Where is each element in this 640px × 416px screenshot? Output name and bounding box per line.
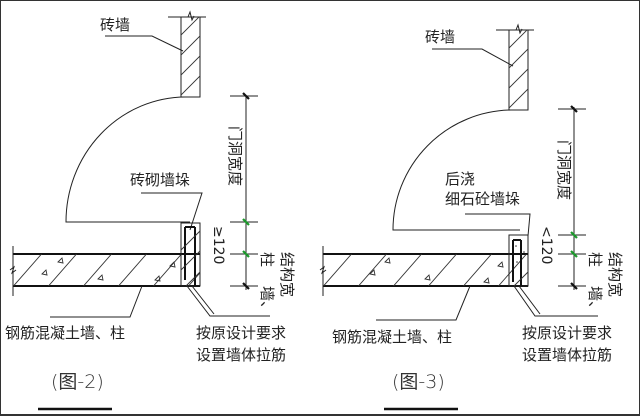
rc-wall-section bbox=[319, 246, 528, 296]
struct-width-label-1: 柱 bbox=[586, 252, 604, 267]
brick-wall-label: 砖墙 bbox=[100, 16, 130, 34]
struct-width-label-3: 结构宽 bbox=[278, 252, 296, 297]
pier-leader bbox=[141, 192, 203, 231]
brick-wall-label: 砖墙 bbox=[425, 28, 455, 46]
tie-bar-leader bbox=[186, 285, 270, 317]
struct-width-label-2: 墙、 bbox=[586, 286, 604, 316]
struct-width-label-1: 柱 bbox=[258, 252, 276, 267]
rc-wall-leader bbox=[376, 285, 471, 321]
pier-leader bbox=[465, 213, 531, 237]
rc-wall-label: 钢筋混凝土墙、柱 bbox=[332, 328, 452, 346]
door-swing-arc bbox=[392, 109, 520, 231]
brick-wall-leader bbox=[432, 48, 514, 67]
figure-2-caption: (图-2) bbox=[51, 371, 104, 393]
tie-bar-label-line1: 按原设计要求 bbox=[196, 324, 286, 342]
brick-wall-leader bbox=[105, 35, 184, 52]
pier-dim-label: ≥120 bbox=[210, 226, 226, 264]
pier-label-line2: 细石砼墙垛 bbox=[445, 190, 520, 208]
pier-label-line1: 后浇 bbox=[445, 170, 475, 188]
brick-wall bbox=[496, 23, 534, 111]
rc-wall-leader bbox=[50, 285, 143, 318]
tie-bar-label-line2: 设置墙体拉筋 bbox=[522, 346, 612, 364]
struct-width-label-3: 结构宽 bbox=[606, 252, 624, 297]
door-width-label: 门洞宽度 bbox=[226, 126, 244, 186]
door-width-label: 门洞宽度 bbox=[555, 140, 573, 200]
dimension-chain bbox=[558, 105, 586, 290]
figure-3-caption: (图-3) bbox=[392, 371, 445, 393]
figure-2: 砖墙 砖砌墙垛 bbox=[5, 10, 296, 411]
struct-width-label-2: 墙、 bbox=[258, 286, 276, 316]
tie-bar-leader bbox=[513, 285, 598, 317]
brick-pier bbox=[180, 222, 201, 287]
brick-wall bbox=[168, 10, 206, 98]
rc-wall-section bbox=[9, 246, 200, 296]
tie-bar-label-line2: 设置墙体拉筋 bbox=[196, 346, 286, 364]
pier-label: 砖砌墙垛 bbox=[130, 171, 190, 189]
tie-bar-label-line1: 按原设计要求 bbox=[522, 324, 612, 342]
door-swing-arc bbox=[65, 96, 190, 223]
pier-dim-label: <120 bbox=[538, 226, 554, 264]
dimension-chain bbox=[230, 92, 258, 290]
brick-hatch bbox=[181, 17, 200, 96]
figure-3: 砖墙 后浇 细石砼墙垛 bbox=[319, 23, 624, 411]
rc-wall-label: 钢筋混凝土墙、柱 bbox=[5, 324, 125, 342]
concrete-pier bbox=[508, 234, 529, 287]
